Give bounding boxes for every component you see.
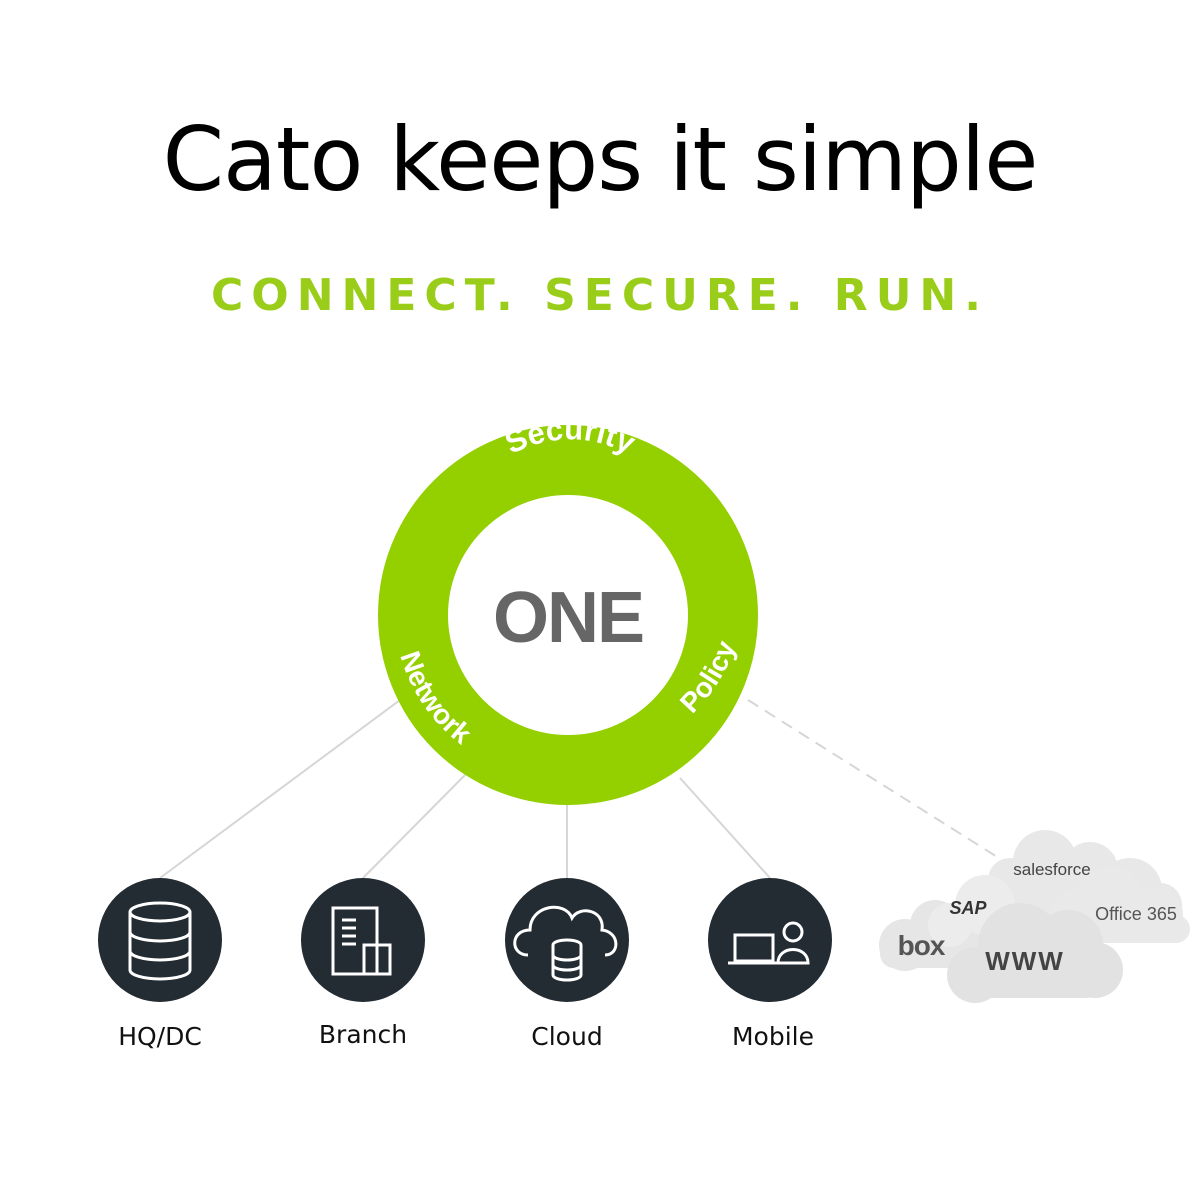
cloud-label-box: box — [898, 930, 946, 961]
connector-mobile — [679, 777, 771, 879]
connector-lines — [159, 699, 1011, 879]
node-mobile — [708, 878, 832, 1002]
building-icon — [331, 906, 392, 976]
ring — [378, 425, 758, 805]
node-branch — [301, 878, 425, 1002]
node-label-hqdc: HQ/DC — [118, 1022, 202, 1051]
node-cloud — [505, 878, 629, 1002]
node-label-cloud: Cloud — [531, 1022, 603, 1051]
cloud-www — [947, 903, 1123, 1003]
cloud-database-icon — [513, 905, 618, 982]
cloud-label-sap: SAP — [949, 898, 987, 918]
page-title: Cato keeps it simple — [162, 108, 1039, 211]
cloud-label-salesforce: salesforce — [1013, 860, 1090, 879]
database-icon — [128, 901, 192, 981]
cloud-label-office365: Office 365 — [1095, 904, 1177, 924]
cloud-label-www: WWW — [985, 946, 1065, 976]
connector-internet — [747, 699, 1011, 866]
tagline: CONNECT. SECURE. RUN. — [211, 270, 989, 321]
internet-clouds — [879, 830, 1190, 1003]
connector-hqdc — [159, 699, 401, 879]
ring-center-label: ONE — [493, 578, 643, 658]
node-hqdc — [98, 878, 222, 1002]
node-label-mobile: Mobile — [731, 1022, 814, 1051]
node-label-branch: Branch — [318, 1020, 408, 1049]
connector-branch — [362, 774, 466, 879]
mobile-user-icon — [728, 921, 810, 965]
